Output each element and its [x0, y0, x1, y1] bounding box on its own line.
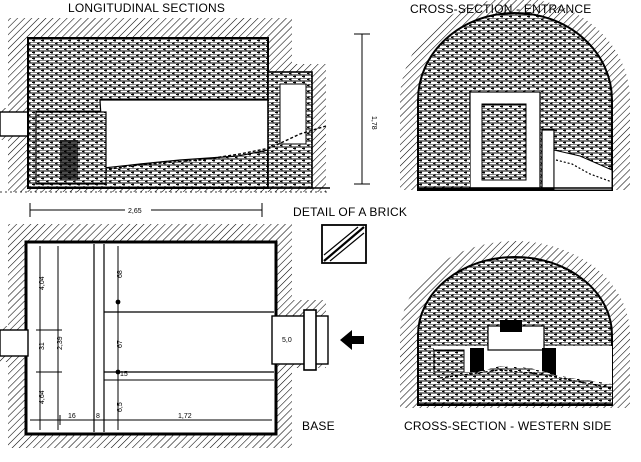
base-door-jamb	[303, 309, 317, 371]
dim-small-a: 16	[68, 413, 76, 420]
dim-mid-bottom: 6,5	[117, 402, 124, 412]
dim-left-total: 2,39	[57, 336, 64, 350]
length-dimension: 2,65	[29, 203, 263, 217]
longitudinal-sections-label: LONGITUDINAL SECTIONS	[68, 1, 226, 15]
base-label: BASE	[302, 419, 335, 433]
left-dark-patch	[60, 140, 78, 180]
height-dimension: 1,78	[354, 33, 377, 185]
cross-section-western-side-label: CROSS-SECTION - WESTERN SIDE	[404, 419, 612, 433]
cross-section-entrance	[400, 0, 630, 191]
base-chamber	[24, 240, 278, 436]
dim-small-b: 15	[120, 371, 128, 378]
base-plan: 4,04 2,39 31 4,64 68 67 6,5 16 8 15 1,72…	[0, 224, 329, 448]
dim-left-bottom: 4,64	[39, 390, 46, 404]
dim-corridor: 5,0	[282, 337, 292, 344]
dim-mid-top: 68	[117, 270, 124, 278]
length-dimension-text: 2,65	[128, 208, 142, 215]
dim-left-top: 4,04	[39, 276, 46, 290]
detail-of-a-brick-label: DETAIL OF A BRICK	[293, 205, 408, 219]
corridor-opening-left	[0, 111, 31, 137]
height-dimension-text: 1,78	[370, 116, 377, 130]
dim-inner-length: 1,72	[178, 413, 192, 420]
cross-section-western	[400, 241, 630, 408]
cross-section-entrance-label: CROSS-SECTION - ENTRANCE	[410, 2, 592, 16]
dim-mid-mid: 67	[117, 340, 124, 348]
dim-left-side: 31	[39, 342, 46, 350]
longitudinal-section	[0, 18, 330, 193]
base-corridor-right	[271, 315, 329, 365]
end-void	[279, 83, 307, 145]
base-corridor-left	[0, 329, 29, 357]
dim-small-c: 8	[96, 413, 100, 420]
brick-detail	[321, 224, 367, 264]
entry-arrow-icon	[340, 330, 364, 350]
debris-line	[103, 125, 327, 171]
